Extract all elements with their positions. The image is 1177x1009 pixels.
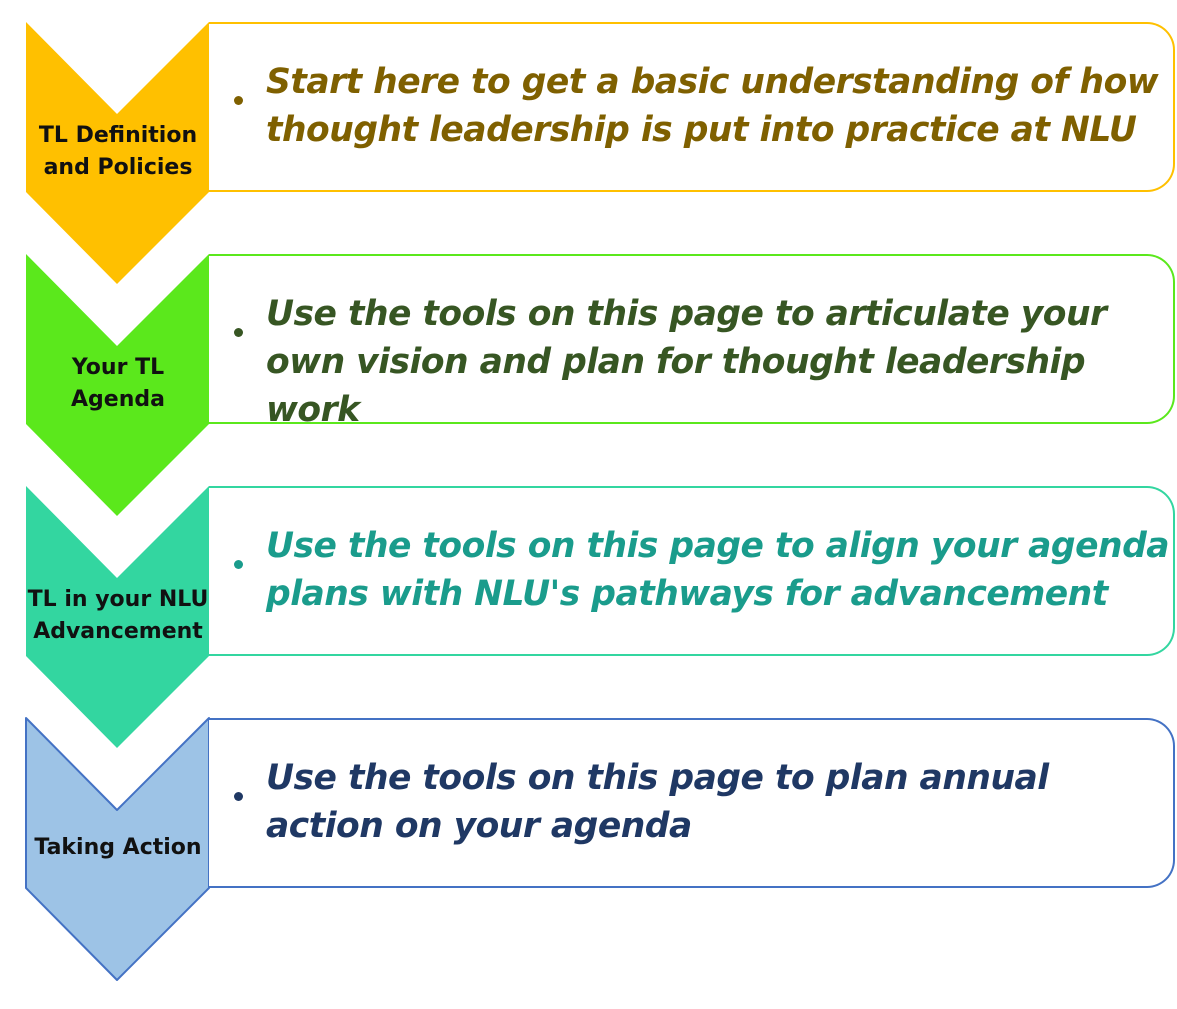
step-3-label: TL in your NLU Advancement: [27, 587, 209, 644]
step-1-box: [209, 22, 1175, 192]
step-2-chevron-shape: [26, 254, 209, 516]
step-3-chevron-shape: [26, 486, 209, 748]
step-4-label: Taking Action: [34, 835, 202, 860]
step-1: TL Definition and Policies Start here to…: [0, 22, 1177, 302]
step-1-chevron-shape: [26, 22, 209, 284]
step-3-bullet-icon: [234, 560, 243, 569]
step-2-label: Your TL Agenda: [71, 355, 165, 412]
step-2-bullet-icon: [234, 328, 243, 337]
step-4-box: [209, 718, 1175, 888]
step-4-bullet-icon: [234, 792, 243, 801]
step-2: Your TL Agenda Use the tools on this pag…: [0, 254, 1177, 534]
step-4: Taking Action Use the tools on this page…: [0, 717, 1177, 998]
step-1-bullet-icon: [234, 96, 243, 105]
step-3-box: [209, 486, 1175, 656]
step-3-chevron: [26, 486, 209, 748]
step-1-description: Start here to get a basic understanding …: [266, 62, 1159, 150]
step-2-box: [209, 254, 1175, 424]
step-1-chevron: [26, 22, 209, 284]
step-4-chevron: [25, 717, 210, 981]
step-1-label: TL Definition and Policies: [38, 123, 198, 180]
step-3: TL in your NLU Advancement Use the tools…: [0, 486, 1177, 766]
step-4-description: Use the tools on this page to plan annua…: [266, 758, 1049, 846]
step-2-chevron: [26, 254, 209, 516]
step-3-description: Use the tools on this page to align your…: [266, 526, 1170, 614]
step-4-chevron-shape: [25, 717, 210, 981]
step-2-description: Use the tools on this page to articulate…: [266, 294, 1107, 430]
